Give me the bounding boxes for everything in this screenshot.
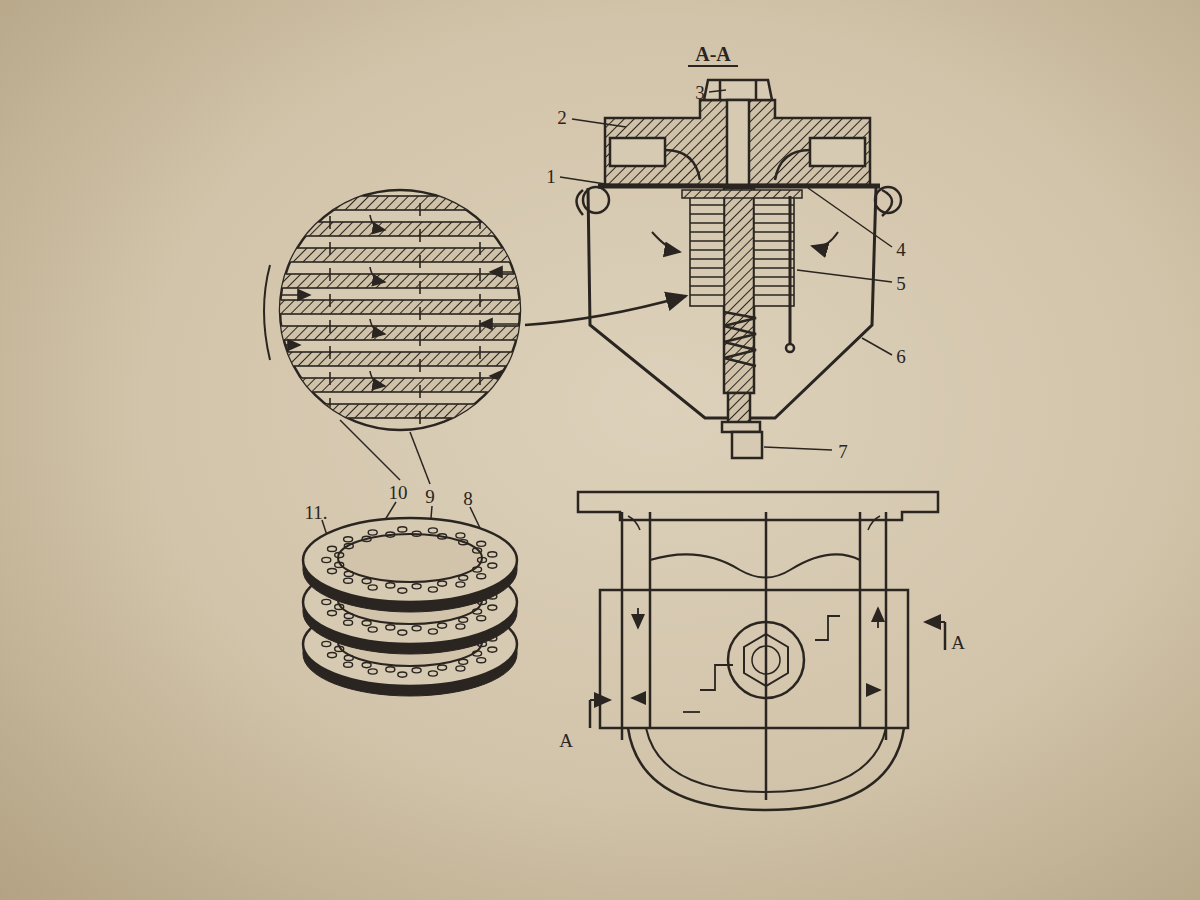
callout-number: 11. (302, 502, 329, 523)
callout-number: 2 (555, 107, 569, 128)
callout-number: 7 (836, 441, 850, 462)
callout-number: 1 (544, 166, 558, 187)
callout-number: 4 (894, 239, 908, 260)
filter-ring (303, 518, 517, 612)
callout-number: 10 (387, 482, 410, 503)
section-mark: А (949, 632, 967, 653)
callout-number: 8 (461, 488, 475, 509)
section-title: А-А (693, 43, 733, 65)
callout-number: 3 (693, 82, 707, 103)
section-mark: А (557, 730, 575, 751)
callout-number: 5 (894, 273, 908, 294)
callout-number: 9 (423, 486, 437, 507)
callout-number: 6 (894, 346, 908, 367)
